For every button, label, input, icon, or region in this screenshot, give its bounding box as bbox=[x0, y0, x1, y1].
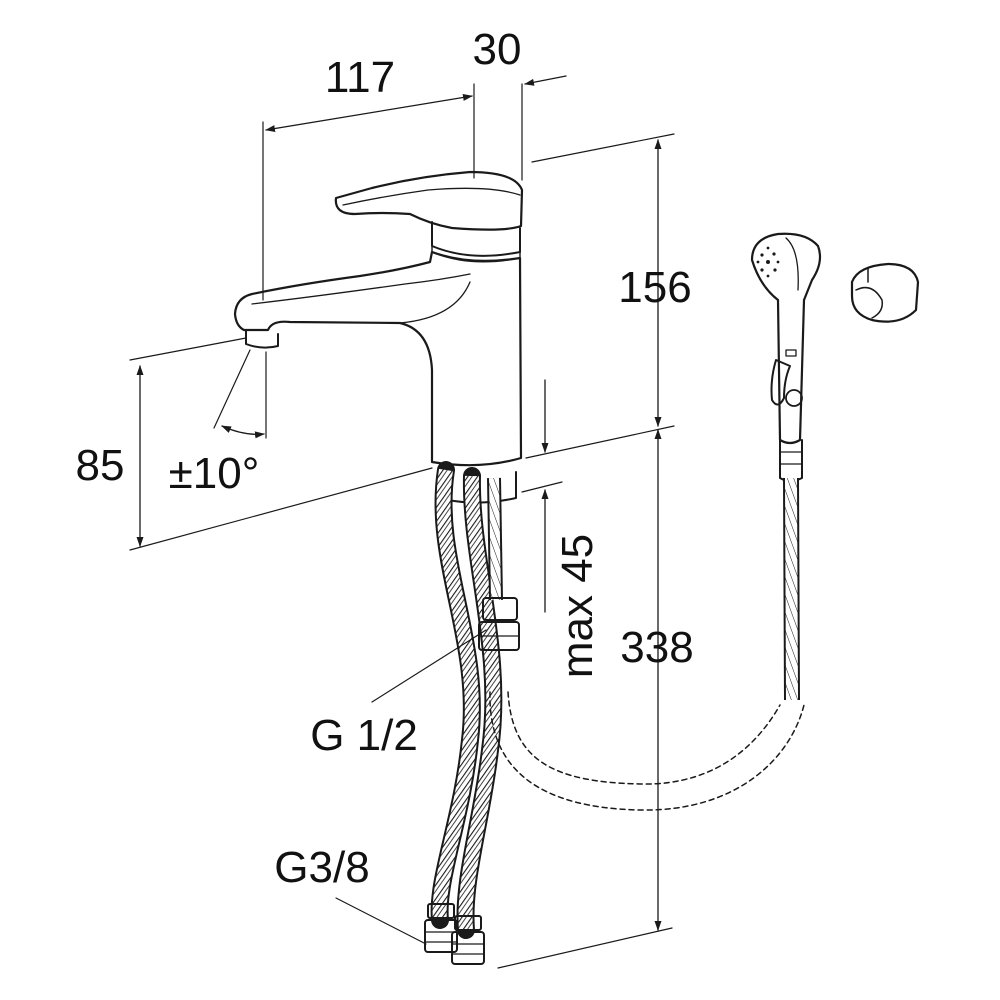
hand-shower bbox=[750, 232, 822, 482]
dim-angle-arc bbox=[221, 425, 265, 439]
threaded-rod bbox=[489, 477, 501, 601]
dimension-lines bbox=[129, 75, 675, 969]
shower-hose bbox=[785, 477, 798, 701]
dim-30-line bbox=[524, 75, 567, 86]
supply-hoses bbox=[424, 461, 520, 965]
dim-total-height-label: 156 bbox=[618, 263, 691, 312]
dim-spout-height-label: 85 bbox=[76, 441, 125, 490]
dim-117-line bbox=[265, 94, 473, 132]
spout-body bbox=[233, 250, 523, 467]
shower-trigger bbox=[770, 359, 791, 406]
dim-swivel-angle-label: ±10° bbox=[169, 449, 260, 498]
shower-head bbox=[750, 232, 822, 445]
dim-thickness-label: max 45 bbox=[553, 534, 602, 678]
cartridge-collar bbox=[431, 221, 521, 257]
mounting-nut bbox=[447, 465, 517, 504]
lever-handle bbox=[334, 170, 524, 231]
shower-hose-loop bbox=[489, 691, 805, 811]
g-half-connector bbox=[478, 597, 520, 651]
dim-body-depth-label: 30 bbox=[473, 25, 522, 74]
aerator bbox=[245, 329, 279, 349]
faucet-body bbox=[233, 170, 524, 504]
dim-spout-reach-label: 117 bbox=[325, 53, 395, 102]
supply-nut-right bbox=[451, 915, 485, 965]
wall-holder bbox=[850, 262, 920, 323]
thread-g-three-eighths-label: G3/8 bbox=[274, 843, 369, 892]
supply-hose-left bbox=[432, 468, 479, 921]
dim-hose-length-label: 338 bbox=[620, 623, 693, 672]
thread-g-half-label: G 1/2 bbox=[310, 711, 418, 760]
supply-hose-right bbox=[458, 475, 501, 931]
